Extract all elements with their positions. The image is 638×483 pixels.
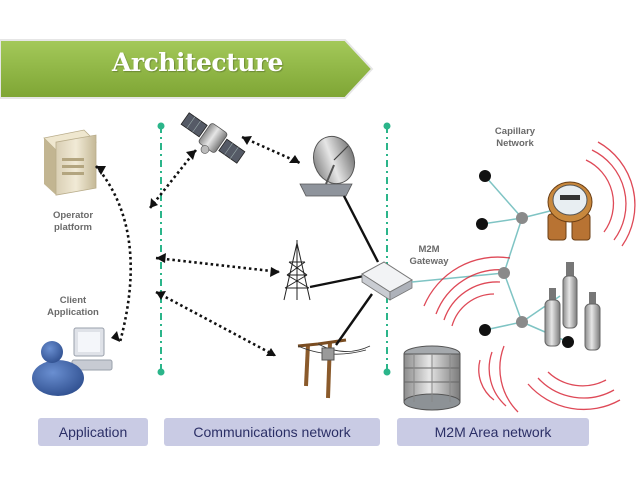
operator-platform-label: Operator platform: [40, 210, 106, 234]
band-application: Application: [38, 418, 148, 446]
dotted-links: [95, 135, 301, 358]
tank-icon: [403, 345, 461, 411]
user-computer-icon: [32, 327, 113, 396]
satellite-dish-icon: [299, 135, 356, 197]
gateway-links: [309, 195, 380, 346]
arrow-heads: [96, 136, 300, 356]
gas-cylinder-icon: [544, 262, 601, 351]
satellite-icon: [180, 112, 246, 164]
gateway-router-icon: [361, 261, 413, 301]
radio-tower-icon: [283, 240, 311, 301]
power-pole-icon: [297, 338, 371, 399]
page-title: Architecture: [112, 48, 283, 77]
m2m-gateway-label: M2M Gateway: [402, 244, 456, 268]
divider-left: [157, 122, 165, 376]
capillary-network-label: Capillary Network: [484, 126, 546, 150]
capillary-network-text: Capillary Network: [494, 126, 536, 149]
water-meter-icon: [547, 181, 593, 241]
band-m2m-area-network: M2M Area network: [397, 418, 589, 446]
operator-platform-text: Operator platform: [52, 210, 94, 233]
title-banner: [0, 39, 374, 99]
signal-waves: [423, 141, 636, 413]
band-communications-network: Communications network: [164, 418, 380, 446]
client-application-label: Client Application: [38, 295, 108, 319]
server-icon: [43, 129, 97, 196]
m2m-gateway-text: M2M Gateway: [409, 244, 449, 267]
divider-right: [383, 122, 391, 376]
network-nodes: [476, 170, 574, 348]
client-application-text: Client Application: [47, 295, 99, 318]
